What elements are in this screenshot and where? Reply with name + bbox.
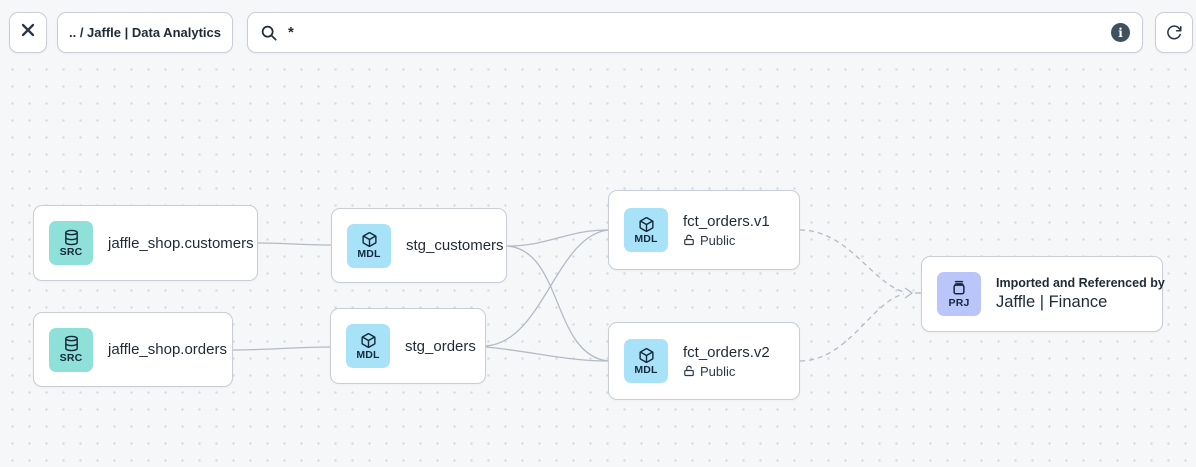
access-label: Public — [700, 232, 736, 248]
badge-label: SRC — [59, 245, 83, 258]
node-label: jaffle_shop.orders — [108, 341, 227, 358]
edge-src-customers-stg-customers — [257, 242, 332, 246]
edge-src-orders-stg-orders — [232, 346, 331, 351]
cube-icon — [638, 216, 655, 233]
node-prj-finance[interactable]: PRJ Imported and Referenced by Jaffle | … — [921, 256, 1165, 332]
cube-icon — [638, 347, 655, 364]
unlock-icon — [683, 234, 695, 246]
search-box[interactable]: i — [247, 12, 1143, 53]
node-stg-customers[interactable]: MDL stg_customers — [331, 208, 507, 283]
node-src-orders[interactable]: SRC jaffle_shop.orders — [33, 312, 233, 387]
close-icon — [20, 22, 36, 43]
badge-label: MDL — [357, 248, 381, 261]
node-label: fct_orders.v1 — [683, 212, 770, 230]
breadcrumb-label: .. / Jaffle | Data Analytics — [69, 25, 221, 40]
badge-label: MDL — [356, 348, 380, 361]
node-fct-orders-v1[interactable]: MDL fct_orders.v1 Public — [608, 190, 800, 270]
database-icon — [63, 335, 80, 352]
edge-stg-customers-fct-v2 — [506, 245, 609, 362]
model-badge: MDL — [624, 339, 668, 383]
badge-label: PRJ — [948, 297, 970, 310]
edge-stg-orders-fct-v1 — [485, 229, 609, 347]
model-badge: MDL — [624, 208, 668, 252]
node-label: fct_orders.v2 — [683, 343, 770, 361]
badge-label: SRC — [59, 352, 83, 365]
edge-stg-customers-fct-v1 — [506, 229, 609, 247]
refresh-button[interactable] — [1155, 12, 1193, 53]
close-button[interactable] — [9, 12, 47, 53]
unlock-icon — [683, 365, 695, 377]
node-src-customers[interactable]: SRC jaffle_shop.customers — [33, 205, 258, 281]
info-icon[interactable]: i — [1111, 23, 1130, 42]
node-fct-orders-v2[interactable]: MDL fct_orders.v2 Public — [608, 322, 800, 400]
node-sublabel: Imported and Referenced by — [996, 276, 1165, 290]
node-label: stg_customers — [406, 237, 504, 254]
source-badge: SRC — [49, 221, 93, 265]
node-label: stg_orders — [405, 337, 476, 355]
project-icon — [950, 279, 968, 297]
breadcrumb[interactable]: .. / Jaffle | Data Analytics — [57, 12, 233, 53]
node-stg-orders[interactable]: MDL stg_orders — [330, 308, 486, 384]
cube-icon — [360, 332, 377, 349]
database-icon — [63, 229, 80, 246]
source-badge: SRC — [49, 327, 93, 372]
badge-label: MDL — [634, 232, 658, 245]
project-badge: PRJ — [937, 272, 981, 316]
refresh-icon — [1165, 24, 1183, 42]
edge-fct-v1-prj — [799, 229, 905, 293]
cube-icon — [361, 231, 378, 248]
edge-fct-v2-prj — [799, 293, 905, 362]
node-label: Jaffle | Finance — [996, 293, 1108, 311]
node-label: jaffle_shop.customers — [108, 234, 254, 252]
model-badge: MDL — [346, 324, 390, 368]
edge-stg-orders-fct-v2 — [485, 346, 609, 362]
access-label: Public — [700, 363, 736, 379]
badge-label: MDL — [634, 363, 658, 376]
search-icon — [260, 24, 278, 42]
model-badge: MDL — [347, 223, 391, 268]
edge-arrowhead — [904, 287, 914, 299]
search-input[interactable] — [288, 24, 1111, 41]
